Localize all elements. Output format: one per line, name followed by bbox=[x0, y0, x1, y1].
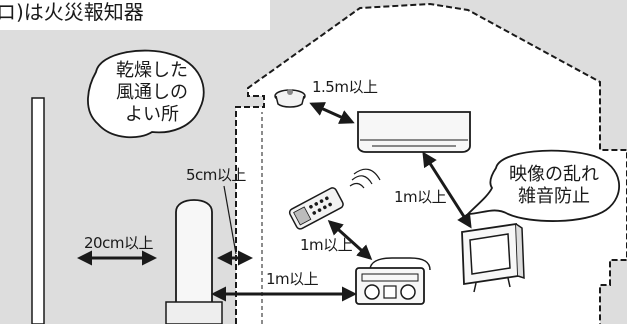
bubble-dry-line-1: 乾燥した bbox=[116, 60, 188, 81]
arrow-smoke-to-ac bbox=[309, 102, 355, 124]
bubble-noise-shape bbox=[465, 149, 620, 222]
bubble-noise-line-1: 映像の乱れ bbox=[509, 164, 599, 185]
arrow-ac-to-tv bbox=[422, 151, 472, 229]
television-icon bbox=[461, 222, 525, 293]
storage-unit-icon bbox=[165, 199, 223, 324]
header-band bbox=[0, 0, 270, 30]
radio-icon bbox=[355, 257, 431, 305]
bubble-dry-line-3: よい所 bbox=[125, 104, 179, 125]
bubble-dry-line-2: 風通しの bbox=[116, 82, 188, 103]
label-unit-to-radio: 1m以上 bbox=[266, 270, 319, 288]
header-text: ロ)は火災報知器 bbox=[0, 0, 144, 24]
bubble-noise-text: 映像の乱れ 雑音防止 bbox=[498, 164, 610, 208]
bubble-noise-line-2: 雑音防止 bbox=[518, 186, 590, 207]
label-ac-to-tv: 1m以上 bbox=[394, 188, 447, 206]
remote-control-icon bbox=[288, 187, 344, 230]
label-side-gap: 5cm以上 bbox=[186, 166, 246, 184]
label-smoke-to-ac: 1.5m以上 bbox=[312, 78, 378, 96]
bubble-dry-text: 乾燥した 風通しの よい所 bbox=[104, 60, 200, 126]
distance-arrows bbox=[77, 102, 472, 302]
bubble-dry-shape bbox=[87, 49, 205, 139]
house-border bbox=[235, 2, 627, 324]
wall-icon bbox=[31, 97, 45, 324]
label-rear-gap: 20cm以上 bbox=[84, 234, 153, 252]
leader-lines bbox=[223, 185, 237, 255]
smoke-detector-icon bbox=[274, 89, 306, 108]
label-remote-to-radio: 1m以上 bbox=[300, 236, 353, 254]
arrow-remote-to-radio bbox=[327, 219, 373, 261]
air-conditioner-icon bbox=[357, 111, 471, 153]
signal-waves bbox=[349, 168, 381, 189]
